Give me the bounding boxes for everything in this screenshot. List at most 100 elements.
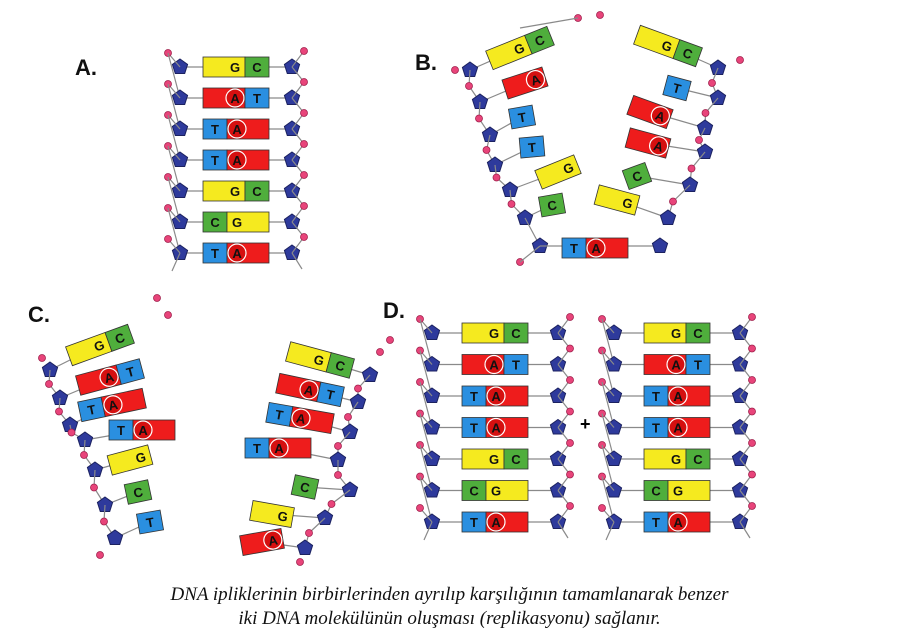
base-unit: A	[239, 528, 285, 556]
phosphate-icon	[475, 114, 483, 123]
base-letter: C	[299, 479, 312, 496]
base-T	[316, 381, 345, 408]
panel-label-d: D.	[383, 298, 405, 323]
phosphate-icon	[386, 336, 394, 344]
base-C	[524, 25, 555, 55]
base-letter: A	[491, 389, 501, 404]
phosphate-icon	[748, 439, 756, 447]
base-unit: G	[534, 154, 582, 190]
adenine-notch	[486, 386, 506, 406]
phosphate-icon	[327, 500, 336, 508]
base-letter: T	[253, 441, 261, 456]
adenine-notch	[227, 243, 247, 263]
base-letter: T	[694, 358, 702, 373]
sugar-icon	[681, 176, 699, 192]
sugar-icon	[516, 209, 534, 225]
sugar-icon	[709, 59, 727, 75]
backbone-line	[739, 521, 751, 539]
base-letter: G	[491, 484, 501, 499]
base-letter: G	[232, 215, 242, 230]
base-unit: T	[135, 509, 165, 535]
phosphate-icon	[305, 529, 313, 537]
backbone-line	[557, 521, 569, 539]
sugar-icon	[651, 237, 669, 253]
adenine-notch	[263, 530, 283, 550]
phosphate-icon	[492, 173, 501, 182]
base-letter: A	[138, 423, 148, 438]
base-letter: A	[232, 153, 242, 168]
base-letter: T	[470, 421, 478, 436]
base-letter: G	[312, 352, 326, 369]
backbone-line	[419, 413, 433, 460]
backbone-line	[672, 184, 691, 202]
base-unit: A	[626, 94, 674, 130]
backbone-line	[167, 207, 181, 254]
phosphate-icon	[687, 164, 696, 173]
base-letter: G	[276, 508, 289, 525]
base-letter: A	[489, 358, 499, 373]
base-letter: C	[132, 484, 145, 501]
base-letter: C	[252, 60, 262, 75]
base-C	[244, 56, 270, 78]
base-letter: T	[211, 122, 219, 137]
phosphate-icon	[164, 235, 172, 243]
base-unit: T	[518, 135, 546, 159]
adenine-notch	[666, 354, 686, 375]
adenine-notch	[649, 136, 669, 156]
backbone-line	[167, 114, 181, 161]
base-letter: C	[252, 184, 262, 199]
base-letter: T	[274, 407, 284, 423]
phosphate-icon	[80, 451, 88, 459]
adenine-notch	[668, 512, 688, 532]
phosphate-icon	[748, 344, 756, 353]
base-unit: A	[624, 127, 672, 159]
base-unit: T	[507, 104, 537, 130]
phosphate-icon	[736, 56, 744, 64]
phosphate-icon	[100, 517, 108, 526]
base-letter: G	[489, 452, 499, 467]
panel-label-a: A.	[75, 55, 97, 80]
backbone-line	[601, 318, 615, 365]
base-letter: A	[232, 246, 242, 261]
phosphate-icon	[300, 47, 308, 55]
base-letter: A	[232, 122, 242, 137]
backbone-line	[419, 350, 433, 397]
phosphate-icon	[334, 442, 342, 450]
base-letter: A	[652, 138, 666, 155]
backbone-line	[291, 252, 303, 270]
phosphate-icon	[344, 413, 352, 421]
backbone-line	[601, 476, 615, 523]
base-letter: C	[693, 326, 703, 341]
plus-sign: +	[580, 414, 591, 434]
sugar-icon	[106, 529, 124, 545]
phosphate-icon	[748, 470, 756, 479]
sugar-icon	[296, 539, 314, 555]
phosphate-icon	[67, 428, 76, 437]
adenine-notch	[668, 386, 688, 406]
sugar-icon	[501, 181, 519, 197]
base-G	[667, 480, 711, 501]
backbone-line	[419, 318, 433, 365]
base-letter: A	[267, 532, 279, 549]
base-C	[621, 161, 653, 191]
base-letter: A	[671, 358, 681, 373]
phosphate-icon	[748, 407, 756, 416]
base-G	[249, 500, 295, 528]
backbone-line	[167, 176, 181, 223]
phosphate-icon	[300, 78, 308, 86]
base-letter: A	[230, 91, 240, 106]
phosphate-icon	[695, 136, 703, 144]
sugar-icon	[349, 393, 367, 409]
base-letter: G	[230, 184, 240, 199]
